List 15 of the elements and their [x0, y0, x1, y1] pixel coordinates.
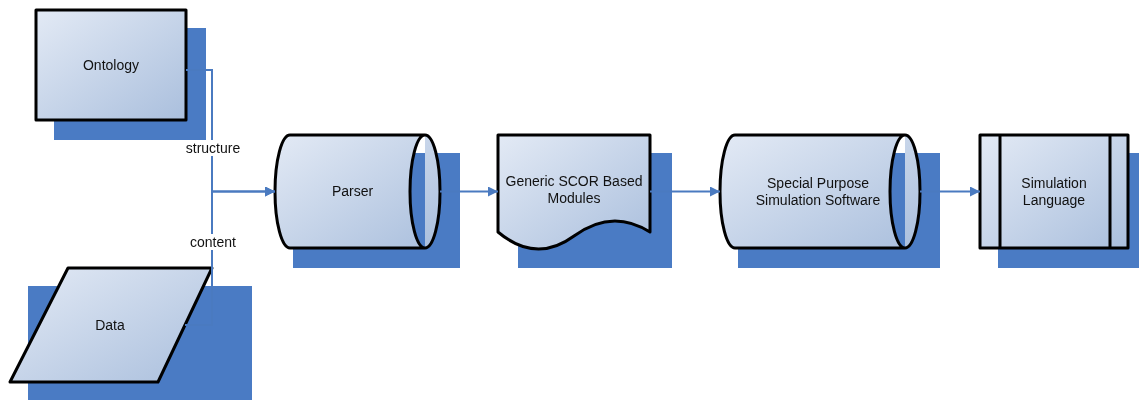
edge-label: structure	[183, 140, 243, 156]
node-label: Simulation Language	[1020, 175, 1088, 209]
connector-arrow	[919, 186, 981, 197]
predefined-process-box	[980, 135, 1128, 248]
storage-cylinder	[720, 135, 920, 248]
node-label: Parser	[330, 183, 375, 200]
storage-cylinder	[275, 135, 440, 248]
node-label: Special Purpose Simulation Software	[754, 175, 882, 209]
edge-label: content	[188, 234, 238, 250]
node-label: Ontology	[81, 57, 140, 74]
data-parallelogram	[10, 268, 212, 382]
process-box	[36, 10, 186, 120]
node-label: Generic SCOR Based Modules	[504, 173, 644, 207]
connector-arrow	[439, 186, 499, 197]
node-label: Data	[94, 317, 126, 334]
